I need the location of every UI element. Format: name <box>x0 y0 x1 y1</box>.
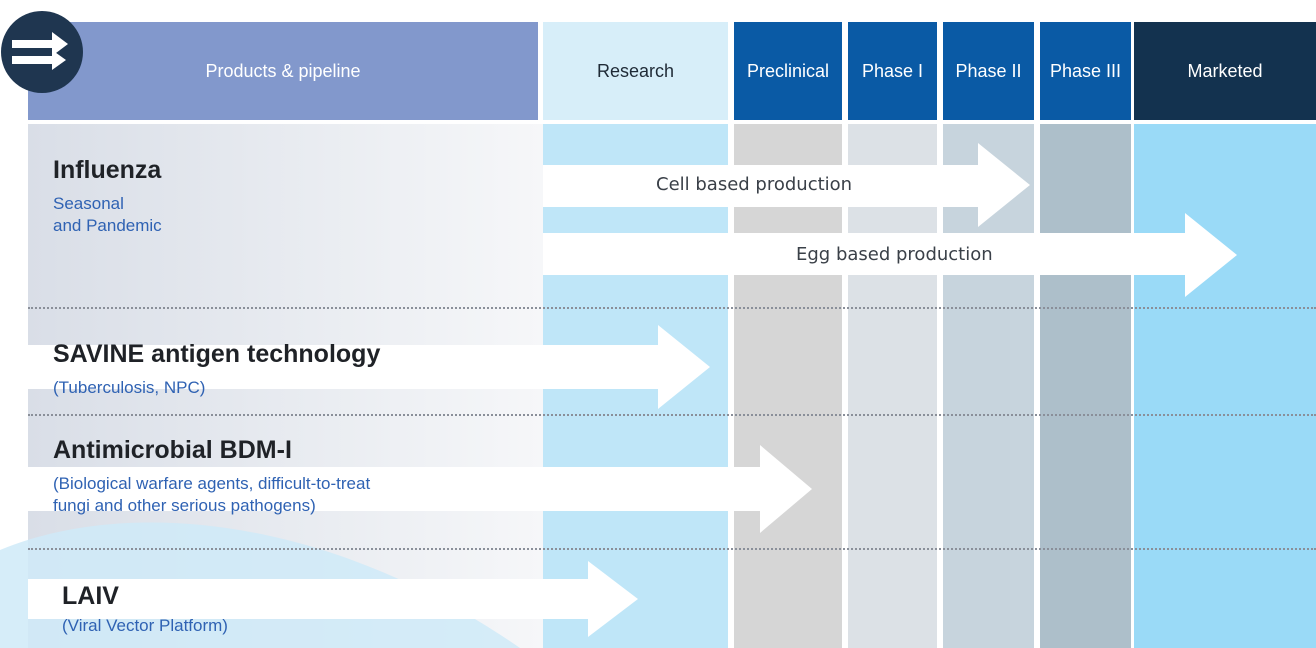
stage-label-research: Research <box>596 60 675 81</box>
arrow-label-cell: Cell based production <box>656 174 853 195</box>
row-title-antimicrobial: Antimicrobial BDM-I <box>53 436 292 464</box>
header-title-cell: Products & pipeline <box>28 22 538 120</box>
stage-label-preclinical: Preclinical <box>746 60 830 81</box>
arrow-savine <box>28 325 710 409</box>
arrow-egg-based <box>543 213 1237 297</box>
header-phase-1: Phase I <box>848 22 937 120</box>
row-title-savine: SAVINE antigen technology <box>53 340 381 368</box>
header-title: Products & pipeline <box>205 60 361 81</box>
arrow-antimicrobial <box>28 445 812 533</box>
row-divider <box>28 414 1316 416</box>
row-subtitle-influenza: Seasonal and Pandemic <box>53 194 162 235</box>
column-phase-1 <box>848 124 937 648</box>
row-subtitle-laiv: (Viral Vector Platform) <box>62 616 228 635</box>
row-divider <box>28 307 1316 309</box>
header-phase-3: Phase III <box>1040 22 1131 120</box>
header-phase-2: Phase II <box>943 22 1034 120</box>
double-arrow-logo-icon <box>1 11 83 93</box>
stage-label-phase-1: Phase I <box>861 60 924 81</box>
column-preclinical <box>734 124 842 648</box>
arrow-label-egg: Egg based production <box>796 244 993 265</box>
arrow-laiv <box>28 561 638 637</box>
stage-label-phase-3: Phase III <box>1049 60 1122 81</box>
column-phase-3 <box>1040 124 1131 648</box>
header-research: Research <box>543 22 728 120</box>
row-subtitle-savine: (Tuberculosis, NPC) <box>53 378 206 397</box>
row-title-laiv: LAIV <box>62 582 119 610</box>
row-divider <box>28 548 1316 550</box>
stage-label-phase-2: Phase II <box>955 60 1022 81</box>
stage-label-marketed: Marketed <box>1187 60 1263 81</box>
header-preclinical: Preclinical <box>734 22 842 120</box>
column-marketed <box>1134 124 1316 648</box>
arrow-cell-based <box>543 143 1030 227</box>
row-subtitle-antimicrobial: (Biological warfare agents, difficult-to… <box>53 474 371 515</box>
header-marketed: Marketed <box>1134 22 1316 120</box>
row-title-influenza: Influenza <box>53 156 162 184</box>
